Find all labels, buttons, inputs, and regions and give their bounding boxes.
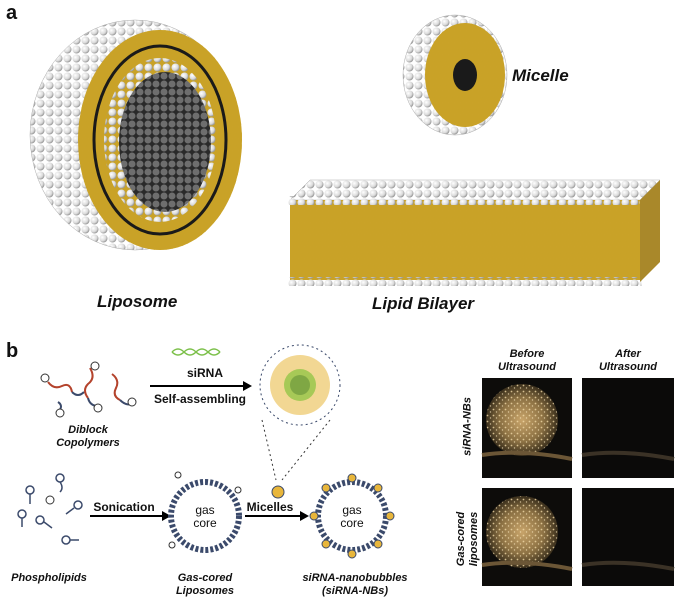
gas-cored-liposomes-label: Gas-cored Liposomes (175, 572, 235, 597)
micelles-label: Micelles (246, 500, 294, 514)
micelle-small-icon (271, 485, 285, 499)
ultrasound-image-after-gas (581, 488, 675, 586)
gas-core-text-2: gas core (340, 503, 364, 530)
phospholipids-label: Phospholipids (11, 572, 87, 584)
sirna-micelle-figure (259, 344, 341, 426)
panel-a-letter: a (6, 2, 18, 24)
sirna-helix-icon (171, 348, 221, 356)
micelle-figure (402, 14, 508, 136)
phospholipids-figure (17, 473, 83, 545)
liposome-label: Liposome (97, 292, 178, 311)
row-label-gas-cored-liposomes: Gas-cored liposomes (455, 511, 480, 567)
before-ultrasound-label: Before Ultrasound (497, 348, 557, 373)
liposome-figure (29, 19, 242, 251)
sirna-label: siRNA (186, 366, 223, 380)
gas-core-text-1: gas core (193, 503, 217, 530)
lipid-bilayer-figure (288, 179, 661, 286)
after-ultrasound-label: After Ultrasound (598, 348, 658, 373)
ultrasound-image-before-sirna (481, 378, 573, 478)
panel-b-letter: b (6, 340, 19, 362)
row-label-sirna-nbs: siRNA-NBs (461, 397, 474, 456)
gas-cored-liposome-figure (168, 471, 242, 553)
ultrasound-image-before-gas (481, 488, 573, 586)
ultrasound-image-after-sirna (581, 378, 675, 478)
diblock-copolymers-label: Diblock Copolymers (56, 424, 120, 449)
sonication-label: Sonication (93, 500, 155, 514)
micelle-label: Micelle (512, 66, 569, 85)
sirna-nanobubbles-label: siRNA-nanobubbles (siRNA-NBs) (302, 572, 408, 597)
sirna-nanobubble-figure (309, 473, 395, 559)
diblock-copolymers-figure (40, 361, 137, 418)
self-assembling-label: Self-assembling (153, 392, 247, 406)
lipid-bilayer-label: Lipid Bilayer (372, 294, 475, 313)
